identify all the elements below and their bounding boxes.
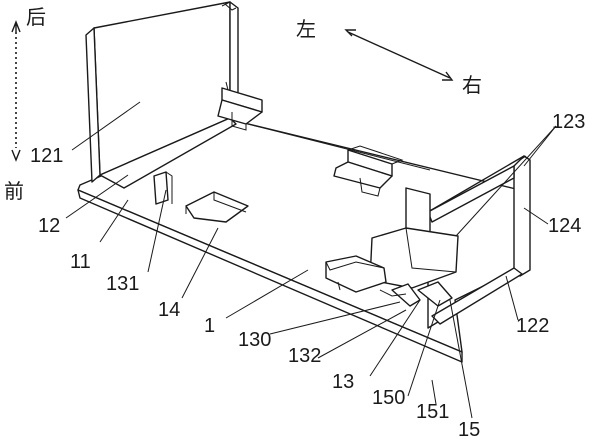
- label-132: 132: [288, 345, 321, 367]
- label-124: 124: [548, 215, 581, 237]
- front-clip-left: [185, 191, 249, 223]
- label-12: 12: [38, 215, 60, 237]
- leader-lines: [65, 101, 557, 419]
- label-1: 1: [204, 315, 215, 337]
- label-150: 150: [372, 387, 405, 409]
- label-123: 123: [552, 111, 585, 133]
- direction-front: 前: [4, 179, 24, 203]
- rear-clip-left: [217, 81, 263, 131]
- direction-left: 左: [296, 17, 316, 41]
- label-151: 151: [416, 401, 449, 423]
- front-back-arrow: [11, 20, 21, 162]
- label-14: 14: [158, 299, 180, 321]
- label-121: 121: [30, 145, 63, 167]
- label-130: 130: [238, 329, 271, 351]
- direction-right: 右: [462, 73, 482, 97]
- label-15: 15: [458, 419, 480, 441]
- label-131: 131: [106, 273, 139, 295]
- direction-back: 后: [26, 5, 46, 29]
- right-wall: [427, 155, 531, 329]
- latch-block: [369, 187, 459, 307]
- label-11: 11: [70, 251, 91, 273]
- label-13: 13: [332, 371, 354, 393]
- label-122: 122: [516, 315, 549, 337]
- left-right-arrow: [344, 29, 454, 81]
- rear-clip-right: [333, 145, 404, 197]
- front-clip-right: [325, 255, 387, 293]
